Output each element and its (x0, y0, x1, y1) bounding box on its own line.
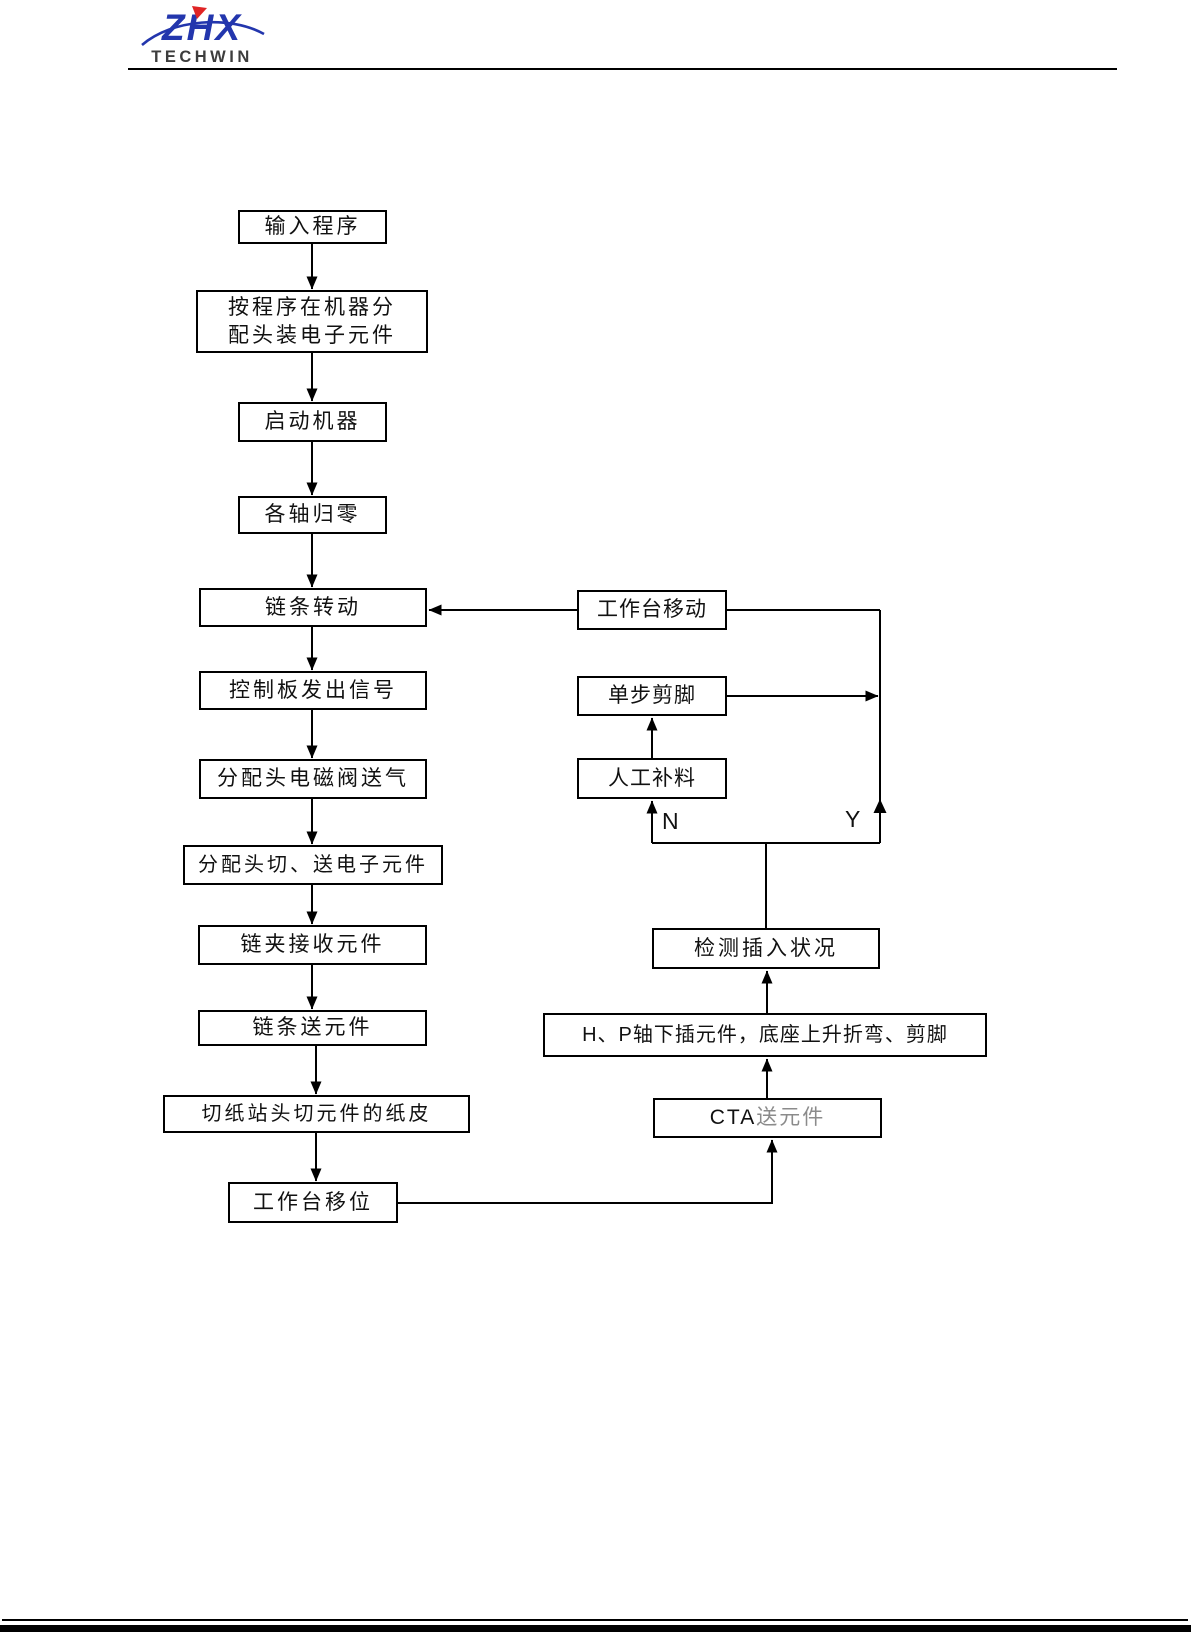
branch-label-no: N (662, 808, 679, 834)
flow-node-input-program: 输入程序 (238, 210, 387, 244)
branch-label-yes: Y (845, 806, 861, 832)
flow-node-clamp-receive: 链夹接收元件 (198, 925, 427, 965)
flow-node-start-machine: 启动机器 (238, 402, 387, 442)
flow-node-chain-rotate: 链条转动 (199, 588, 427, 627)
header-rule (128, 68, 1117, 70)
flow-node-manual-refill: 人工补料 (577, 758, 727, 799)
flow-node-control-signal: 控制板发出信号 (199, 671, 427, 710)
arrowhead-y-up (873, 799, 887, 813)
company-logo: ZHX TECHWIN (141, 6, 265, 66)
flow-node-detect-insert: 检测插入状况 (652, 928, 880, 969)
flow-node-hp-insert: H、P轴下插元件，底座上升折弯、剪脚 (543, 1013, 987, 1057)
footer-rule-thin (2, 1619, 1188, 1621)
flow-node-cut-paper: 切纸站头切元件的纸皮 (163, 1095, 470, 1133)
footer-rule-thick (0, 1625, 1191, 1632)
flow-node-solenoid-air: 分配头电磁阀送气 (199, 759, 427, 799)
flow-node-chain-send: 链条送元件 (198, 1010, 427, 1046)
flow-node-head-cut-send: 分配头切、送电子元件 (183, 845, 443, 885)
logo-sub-text: TECHWIN (151, 48, 253, 66)
flow-node-axes-zero: 各轴归零 (238, 496, 387, 534)
logo-red-triangle-icon (192, 6, 207, 19)
flow-node-table-shift: 工作台移位 (228, 1182, 398, 1223)
flow-node-single-cut: 单步剪脚 (577, 676, 727, 716)
cta-label-latin: CTA (709, 1106, 757, 1130)
logo-swoosh (141, 20, 265, 46)
arrow-tableshift-to-cta (398, 1139, 778, 1204)
cta-label-cjk: 送元件 (756, 1106, 826, 1130)
flow-node-table-move: 工作台移动 (577, 590, 727, 630)
flow-node-load-components: 按程序在机器分 配头装电子元件 (196, 290, 428, 353)
